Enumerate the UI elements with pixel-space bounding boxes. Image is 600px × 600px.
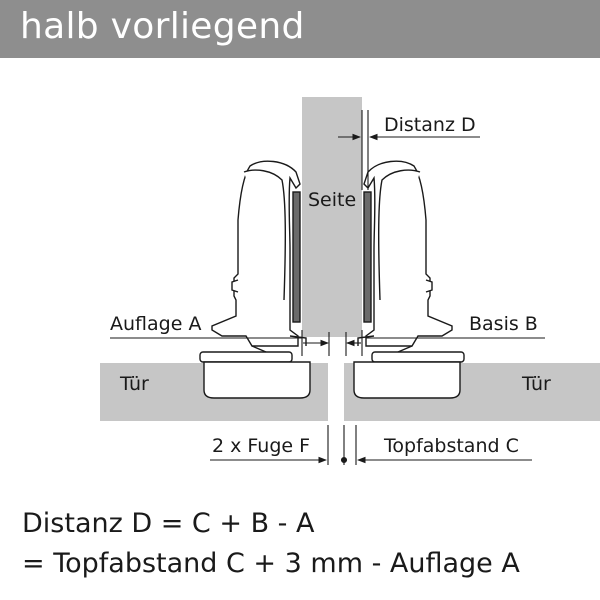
page-title: halb vorliegend <box>20 6 305 47</box>
distance-d-dimension <box>338 110 480 190</box>
formula-line-2: = Topfabstand C + 3 mm - Auflage A <box>22 548 520 579</box>
header-bar: halb vorliegend <box>0 0 600 58</box>
hinge-right <box>353 160 465 399</box>
overlay-base-dimension <box>110 330 545 356</box>
base-b-label: Basis B <box>469 313 538 335</box>
gap-f-label: 2 x Fuge F <box>212 435 310 457</box>
cup-distance-c-label: Topfabstand C <box>383 435 519 457</box>
distance-d-label: Distanz D <box>384 114 476 136</box>
gap-dimension <box>210 425 532 465</box>
door-left-label: Tür <box>119 373 149 395</box>
overlay-a-label: Auflage A <box>110 313 201 335</box>
hinge-left <box>199 160 311 399</box>
side-label: Seite <box>308 189 356 211</box>
door-right-label: Tür <box>521 373 551 395</box>
side-panel <box>302 97 362 337</box>
formula-line-1: Distanz D = C + B - A <box>22 508 315 539</box>
